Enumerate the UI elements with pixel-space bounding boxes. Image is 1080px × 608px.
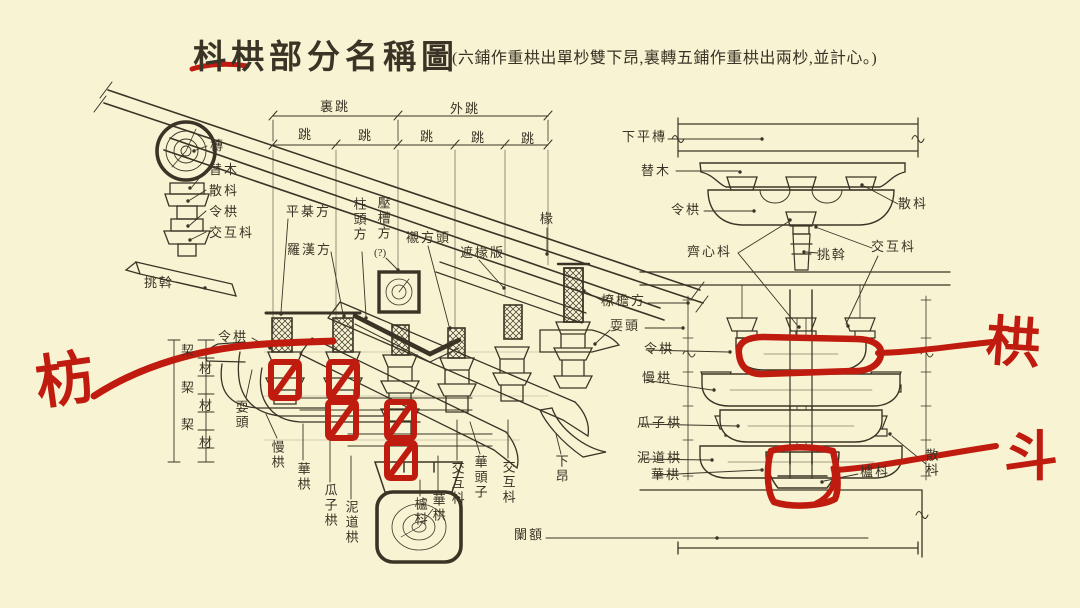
label-qixindou: 齊心枓 [687, 244, 733, 259]
label-jiaohudou-stack: 交互枓 [209, 225, 255, 240]
label-huagong-left2: 華栱 [430, 493, 446, 523]
label-linggong-stack: 令栱 [209, 204, 240, 219]
label-huagong-left: 華栱 [295, 462, 311, 492]
label-mangong-left: 慢栱 [269, 440, 285, 470]
label-tiaowo: 挑斡 [144, 275, 175, 290]
page-subtitle: (六鋪作重栱出單杪雙下昂,裏轉五鋪作重栱出兩杪,並計心。) [452, 50, 878, 67]
label-sandou-right: 散枓 [898, 196, 929, 211]
dim-qi-2: 栔 [181, 380, 197, 395]
label-tiaowo-right: 挑斡 [817, 247, 848, 262]
label-linggong-right: 令栱 [644, 341, 675, 356]
dim-wai-tiao: 外跳 [450, 101, 481, 116]
label-zhutoufang: 柱頭方 [351, 197, 367, 242]
dim-tiao-2: 跳 [358, 128, 374, 143]
label-sandou-right2: 散枓 [923, 448, 939, 478]
label-huatouzi: 華頭子 [472, 455, 488, 500]
label-zhechuanban: 遮椽版 [460, 245, 506, 260]
label-sandou: 散枓 [209, 183, 240, 198]
label-pingqifang: 平棊方 [286, 204, 332, 219]
red-tail-gong [875, 339, 995, 356]
dim-qi-1: 栔 [181, 343, 197, 358]
dim-cai-1: 材 [199, 361, 215, 376]
red-slashed-boxes [268, 359, 418, 481]
label-shuatou-left: 耍頭 [233, 400, 249, 430]
label-huagong-right: 華栱 [651, 467, 682, 482]
dim-tiao-1: 跳 [298, 127, 314, 142]
label-xiaang: 下昂 [553, 454, 569, 484]
label-jiaohudou-left2: 交互枓 [500, 460, 516, 505]
label-timu-right: 替木 [641, 163, 672, 178]
red-curve-fang [90, 337, 337, 400]
label-chenfangtou: 襯方頭 [406, 230, 452, 245]
left-diagram [93, 81, 869, 564]
label-chuan: 椽 [540, 211, 556, 226]
label-ludou-left: 櫨枓 [412, 497, 428, 527]
dim-tiao-3: 跳 [420, 129, 436, 144]
label-linggong-b: 令栱 [218, 329, 249, 344]
label-guazigong-right: 瓜子栱 [637, 415, 683, 430]
red-annotations [90, 61, 999, 509]
label-yacaofang-q: (?) [374, 247, 387, 259]
dim-cai-2: 材 [199, 398, 215, 413]
dim-tiao-4: 跳 [471, 130, 487, 145]
red-note-gong: 栱 [983, 311, 1043, 375]
label-nidaogong-left: 泥道栱 [343, 500, 359, 545]
dim-cai-3: 材 [199, 435, 215, 450]
dim-li-tiao: 裏跳 [320, 99, 351, 114]
label-shuatou-mid: 耍頭 [610, 318, 641, 333]
label-mangong-right: 慢栱 [642, 370, 673, 385]
label-nidaogong-right: 泥道栱 [637, 450, 683, 465]
label-xiapingtuan: 下平槫 [622, 129, 668, 144]
red-box-dou [764, 444, 841, 509]
label-lane: 闌額 [514, 527, 545, 542]
dim-qi-3: 栔 [181, 417, 197, 432]
red-tail-dou [833, 443, 999, 473]
title-red-underline [189, 61, 250, 72]
label-timu: 替木 [209, 162, 240, 177]
label-ludou-right: 櫨枓 [860, 464, 891, 479]
label-liaoyanfang: 橑檐方 [601, 293, 647, 308]
red-note-fang: 枋 [31, 344, 99, 417]
label-guazigong-left: 瓜子栱 [322, 483, 338, 528]
dim-tiao-5: 跳 [521, 131, 537, 146]
label-luohanfang: 羅漢方 [287, 242, 333, 257]
red-note-dou: 斗 [1004, 427, 1058, 487]
label-jiaohudou-right: 交互枓 [871, 239, 917, 254]
label-yacaofang: 壓槽方 [375, 196, 391, 241]
page-title: 枓栱部分名稱圖 [193, 40, 459, 76]
label-tuan: 槫 [210, 138, 226, 153]
label-jiaohudou-left1: 交互枓 [449, 461, 465, 506]
label-linggong-top-right: 令栱 [671, 202, 702, 217]
